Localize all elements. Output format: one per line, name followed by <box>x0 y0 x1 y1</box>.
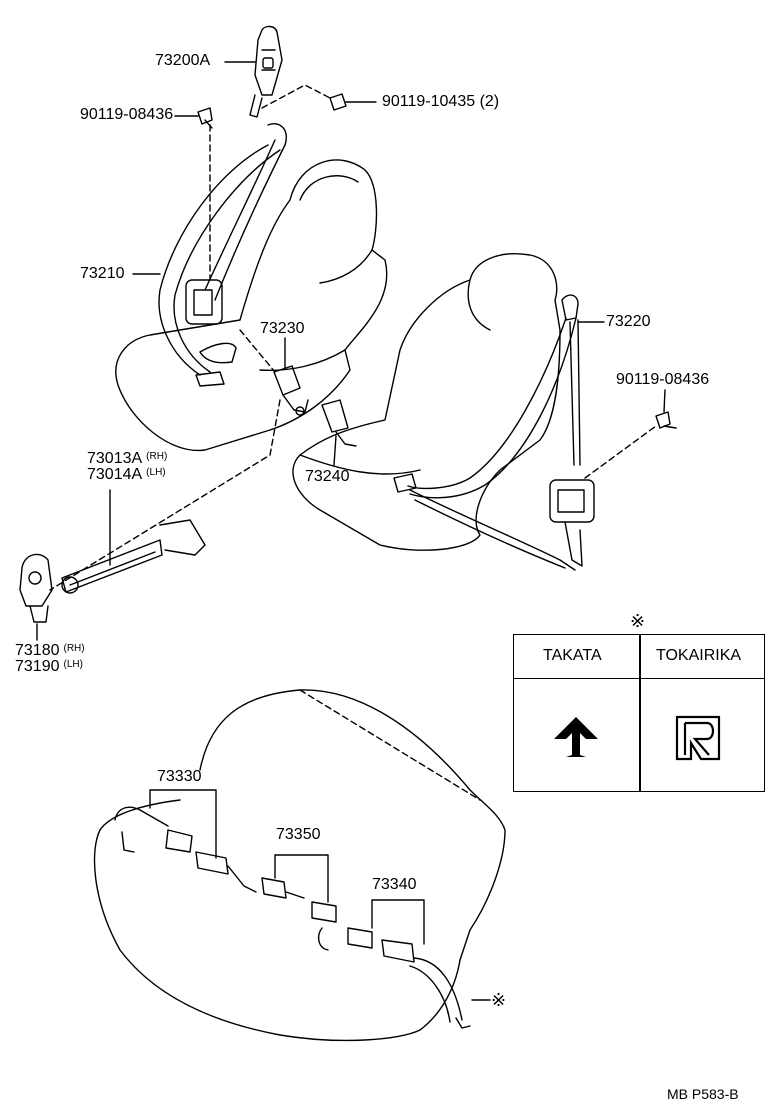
tokairika-logo-icon <box>675 715 721 761</box>
shoulder-anchor-73200a <box>249 25 283 118</box>
front-left-belt-73210 <box>158 123 287 387</box>
table-marker-asterisk: ※ <box>630 611 646 631</box>
label-90119-08436-upper: 90119-08436 <box>80 106 174 123</box>
rear-belt-73340 <box>347 927 471 1029</box>
buckle-73240 <box>321 399 357 447</box>
manufacturer-table: TAKATA TOKAIRIKA <box>513 634 765 792</box>
leader-lines <box>36 61 666 1001</box>
label-73220: 73220 <box>606 313 651 330</box>
reference-dash-lines <box>49 84 657 801</box>
rear-belt-73350 <box>261 877 337 951</box>
adjuster-rail <box>61 519 206 594</box>
rear-seat <box>93 689 506 1042</box>
takata-logo-icon <box>554 717 598 757</box>
rear-marker-asterisk: ※ <box>491 990 507 1010</box>
diagram-code: MB P583-B <box>667 1086 739 1102</box>
bolts <box>197 93 677 429</box>
retractor-73180 <box>19 553 53 623</box>
front-right-seat <box>292 253 561 551</box>
label-90119-08436-right: 90119-08436 <box>616 371 710 388</box>
header-takata: TAKATA <box>543 647 602 664</box>
header-tokairika: TOKAIRIKA <box>656 647 742 664</box>
label-73330: 73330 <box>157 768 202 785</box>
label-90119-10435: 90119-10435 (2) <box>382 93 500 110</box>
label-73200a: 73200A <box>155 52 211 69</box>
label-73210: 73210 <box>80 265 125 282</box>
buckle-73230 <box>273 365 309 416</box>
label-73350: 73350 <box>276 826 321 843</box>
label-73014a: 73014A(LH) <box>87 466 166 483</box>
rear-belt-73330 <box>114 806 257 893</box>
label-73240: 73240 <box>305 468 350 485</box>
manufacturer-table-divider <box>639 635 641 791</box>
label-73190: 73190(LH) <box>15 658 83 675</box>
front-right-belt-73220 <box>393 294 595 571</box>
label-73180: 73180(RH) <box>15 642 85 659</box>
label-73230: 73230 <box>260 320 305 337</box>
front-left-seat <box>115 159 388 452</box>
label-73340: 73340 <box>372 876 417 893</box>
label-73013a: 73013A(RH) <box>87 450 168 467</box>
